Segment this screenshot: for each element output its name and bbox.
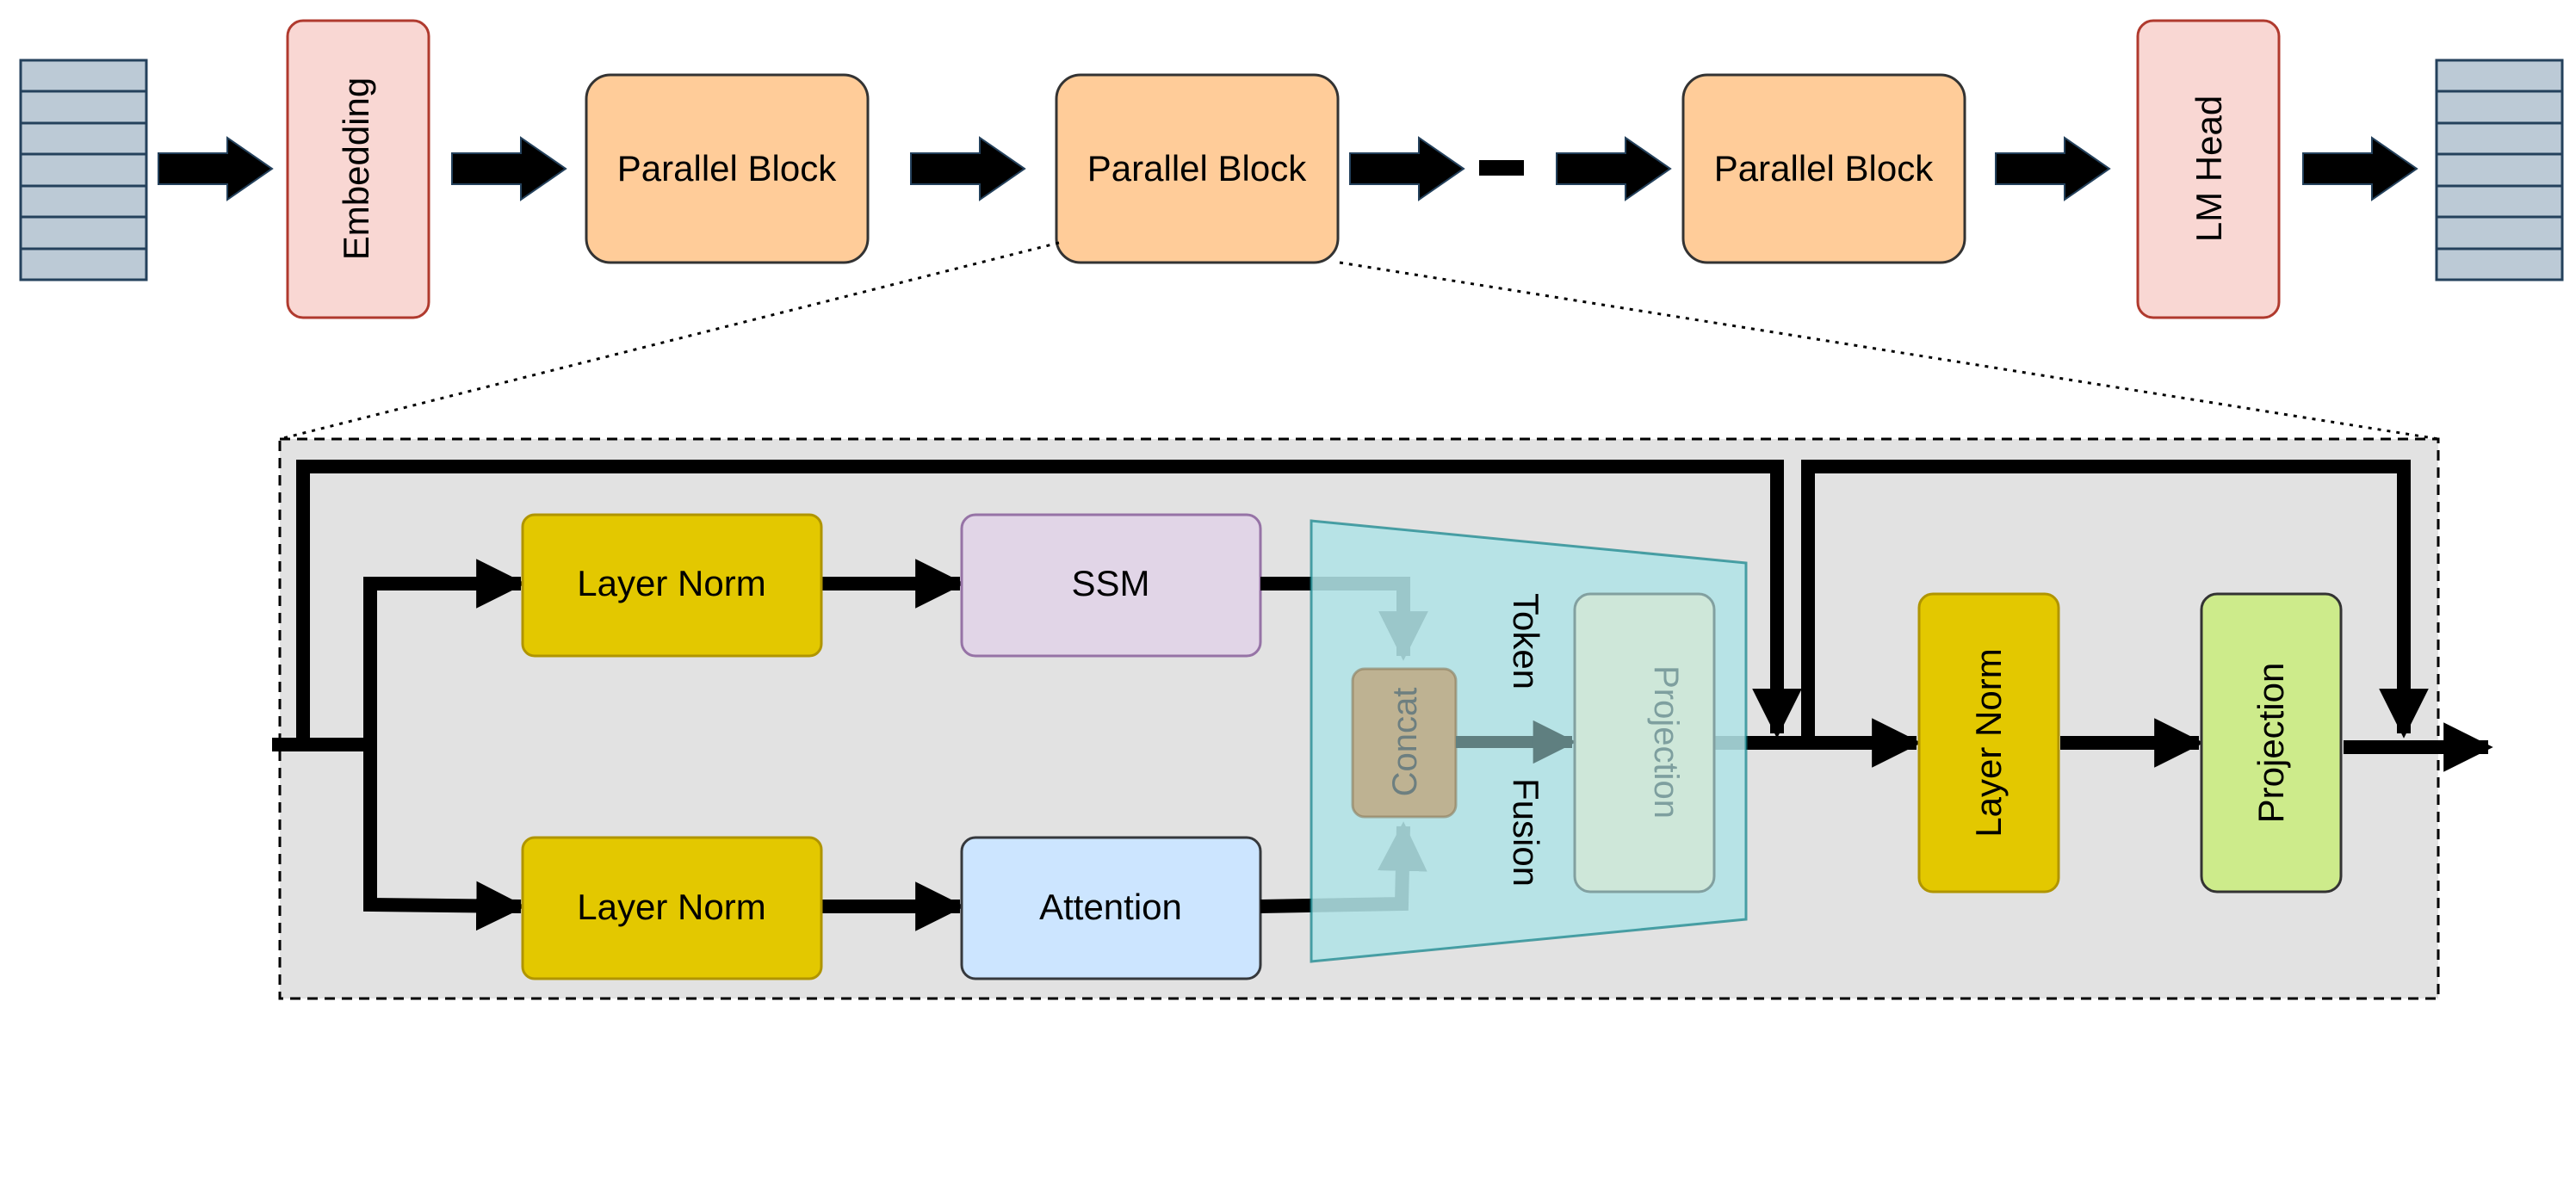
parallel-block-2-label: Parallel Block [1087,148,1307,189]
lm-head-label: LM Head [2189,96,2229,242]
arrow-block2-to-ellipsis [1349,136,1465,201]
projection-right-label: Projection [2251,663,2291,824]
concat-label: Concat [1386,688,1424,797]
layer-norm-top-box: Layer Norm [521,513,823,658]
embedding-label: Embedding [336,77,376,260]
parallel-block-3-label: Parallel Block [1714,148,1934,189]
output-token-stack [2435,59,2564,281]
fusion-label: Fusion [1506,778,1546,887]
arrow-input-to-embedding [158,136,274,201]
parallel-block-3: Parallel Block [1681,73,1966,264]
parallel-block-2: Parallel Block [1055,73,1340,264]
layer-norm-top-label: Layer Norm [577,563,765,603]
ellipsis-dash [1479,160,1524,176]
attention-label: Attention [1039,887,1182,927]
ssm-label: SSM [1071,563,1149,603]
fusion-projection-box: Projection [1573,592,1716,893]
projection-right-box: Projection [2200,592,2343,893]
flow-arrows-top [158,136,2418,201]
zoom-guide-lines [279,241,2439,441]
layer-norm-right-label: Layer Norm [1968,648,2009,837]
residual-connections [272,460,2493,931]
concat-box: Concat [1351,667,1458,819]
lm-head-box: LM Head [2136,19,2281,319]
attention-box: Attention [960,836,1262,980]
layer-norm-bottom-label: Layer Norm [577,887,765,927]
token-label: Token [1506,593,1546,689]
ssm-box: SSM [960,513,1262,658]
arrow-embedding-to-block1 [451,136,567,201]
arrow-block3-to-lm-head [1995,136,2111,201]
layer-norm-right-box: Layer Norm [1917,592,2060,893]
parallel-block-1-label: Parallel Block [617,148,837,189]
arrow-lm-head-to-output [2302,136,2418,201]
arrow-ellipsis-to-block3 [1556,136,1672,201]
fusion-projection-label: Projection [1647,665,1685,819]
arrow-block1-to-block2 [910,136,1026,201]
layer-norm-bottom-box: Layer Norm [521,836,823,980]
embedding-box: Embedding [286,19,430,319]
input-token-stack [19,59,148,281]
parallel-block-1: Parallel Block [585,73,870,264]
